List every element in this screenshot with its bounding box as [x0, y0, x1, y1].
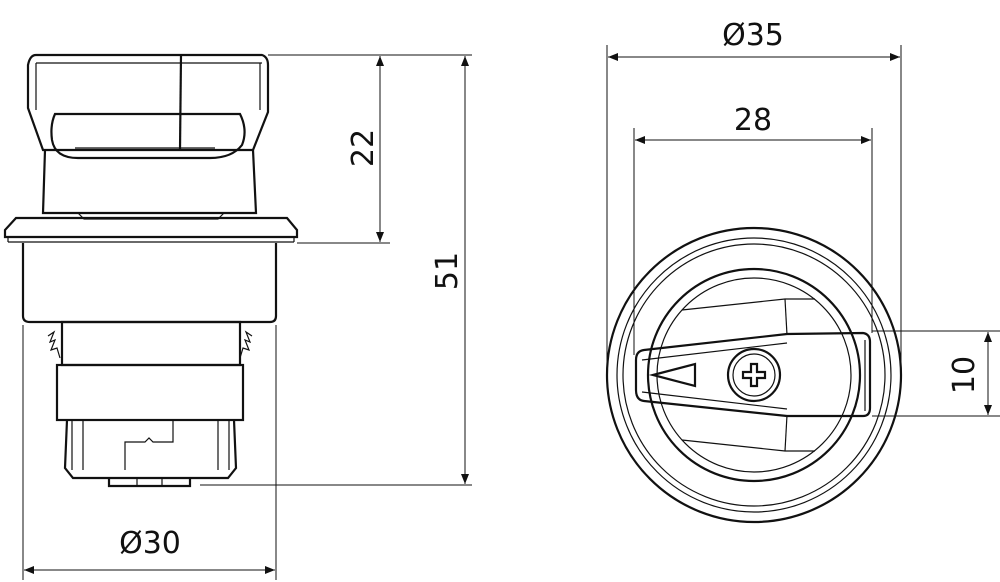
dimension-28: 28 [633, 103, 873, 355]
side-view [3, 53, 299, 488]
dim-label-22: 22 [346, 129, 381, 167]
dial-ring [646, 267, 862, 483]
dimension-diameter-35: Ø35 [606, 18, 902, 375]
dimension-51: 51 [200, 56, 472, 486]
dimension-10: 10 [872, 330, 1000, 417]
dim-label-28: 28 [734, 103, 772, 138]
dimension-22: 22 [268, 54, 472, 244]
front-view [605, 226, 903, 524]
direction-arrow-icon [648, 362, 697, 388]
screw-icon [726, 347, 782, 403]
dim-label-diameter-30: Ø30 [119, 526, 181, 561]
actuator-cap [26, 53, 270, 160]
dim-label-diameter-35: Ø35 [722, 18, 784, 53]
rotary-handle [634, 331, 872, 418]
dimension-diameter-30: Ø30 [22, 325, 277, 580]
dim-label-10: 10 [947, 356, 982, 394]
bezel-flange [3, 216, 299, 243]
dim-label-51: 51 [430, 252, 465, 290]
connector-block [63, 419, 238, 488]
actuator-base [41, 149, 258, 220]
body [21, 243, 278, 422]
